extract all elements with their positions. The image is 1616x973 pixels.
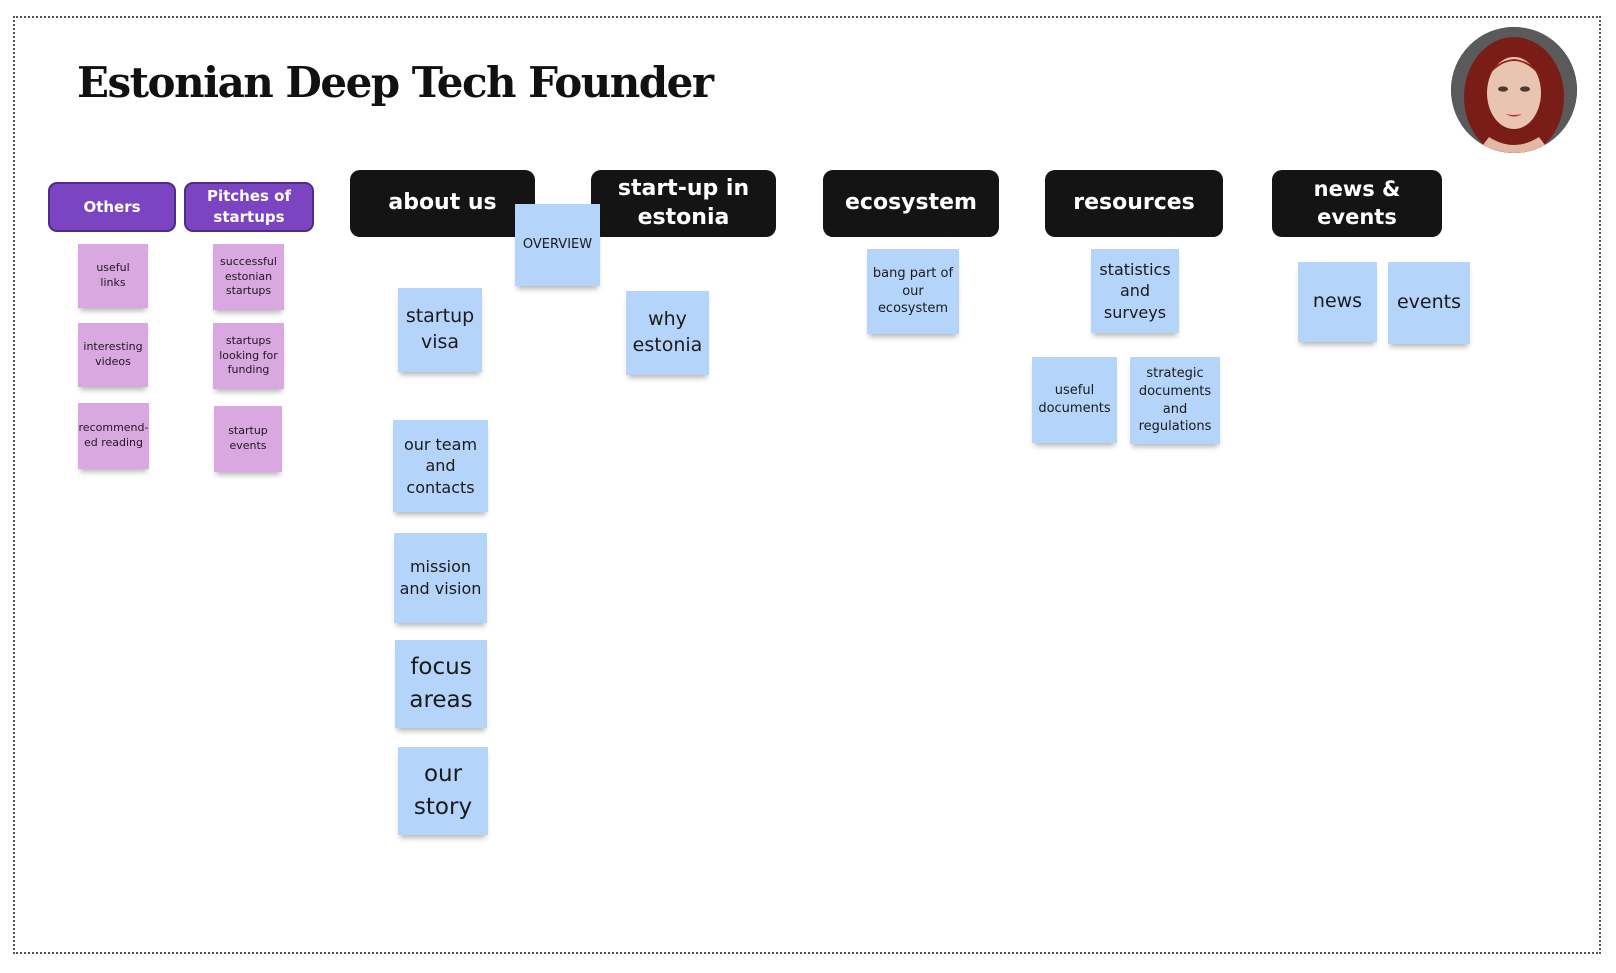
- note-mission-and-vision[interactable]: mission and vision: [394, 533, 487, 623]
- note-statistics-and-surveys[interactable]: statistics and surveys: [1091, 249, 1179, 333]
- note-news[interactable]: news: [1298, 262, 1377, 342]
- note-startup-events[interactable]: startup events: [214, 406, 282, 472]
- header-others[interactable]: Others: [48, 182, 176, 232]
- portrait-photo-icon: [1451, 27, 1577, 153]
- note-strategic-documents-and-regulations[interactable]: strategic documents and regulations: [1130, 357, 1220, 444]
- note-bang-part-of-our-ecosystem[interactable]: bang part of our ecosystem: [867, 249, 959, 334]
- note-our-story[interactable]: our story: [398, 747, 488, 835]
- header-pitches-of-startups[interactable]: Pitches of startups: [184, 182, 314, 232]
- note-startups-looking-for-funding[interactable]: startups looking for funding: [213, 323, 284, 389]
- note-why-estonia[interactable]: why estonia: [626, 291, 709, 375]
- note-events[interactable]: events: [1388, 262, 1470, 344]
- note-focus-areas[interactable]: focus areas: [395, 640, 487, 728]
- note-overview[interactable]: OVERVIEW: [515, 204, 600, 286]
- note-successful-estonian-startups[interactable]: successful estonian startups: [213, 244, 284, 310]
- note-startup-visa[interactable]: startup visa: [398, 288, 482, 372]
- page-title: Estonian Deep Tech Founder: [77, 58, 714, 107]
- header-about-us[interactable]: about us: [350, 170, 535, 237]
- note-interesting-videos[interactable]: interesting videos: [78, 323, 148, 387]
- board-frame: [13, 16, 1601, 954]
- header-ecosystem[interactable]: ecosystem: [823, 170, 999, 237]
- note-our-team-and-contacts[interactable]: our team and contacts: [393, 420, 488, 512]
- note-useful-links[interactable]: useful links: [78, 244, 148, 308]
- note-useful-documents[interactable]: useful documents: [1032, 357, 1117, 443]
- header-news-and-events[interactable]: news & events: [1272, 170, 1442, 237]
- note-recommended-reading[interactable]: recommend-ed reading: [78, 403, 149, 469]
- header-resources[interactable]: resources: [1045, 170, 1223, 237]
- header-start-up-in-estonia[interactable]: start-up in estonia: [591, 170, 776, 237]
- avatar: [1451, 27, 1577, 153]
